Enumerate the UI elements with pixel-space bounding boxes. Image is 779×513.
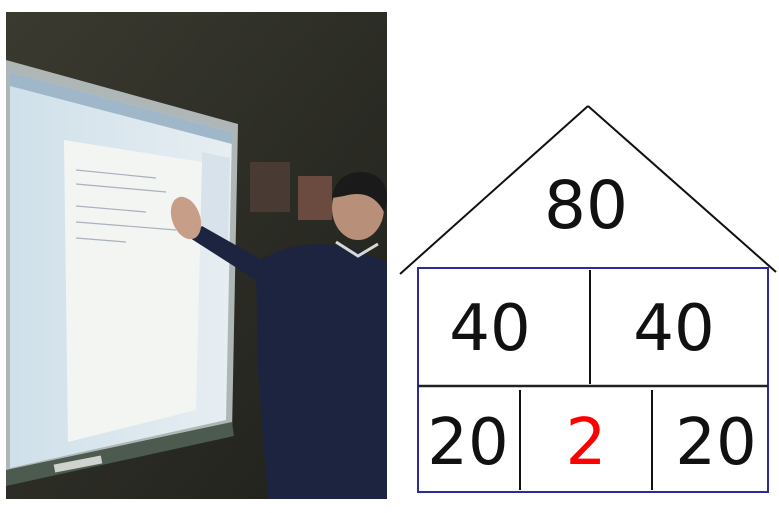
teacher-figure [170,172,387,499]
wall-poster [298,176,332,220]
number-house-drawing: 80 40 40 20 2 20 [399,105,777,493]
bottom-left-value: 20 [427,406,508,480]
middle-left-value: 40 [449,292,530,366]
roof-value: 80 [544,167,628,244]
bottom-right-value: 20 [675,406,756,480]
roof-left-line [399,105,589,275]
number-house: 80 40 40 20 2 20 [398,100,779,500]
bottom-middle-value: 2 [566,406,607,480]
marker [53,455,103,473]
photo-illustration [6,12,387,499]
handwriting-lines [75,169,177,243]
wall-poster [250,162,290,212]
middle-right-value: 40 [633,292,714,366]
house-box [417,267,769,493]
software-side-panel [200,152,230,242]
classroom-photo [6,12,387,499]
roof-right-line [587,105,777,273]
software-toolbar [10,72,232,144]
paper-sheet [64,140,202,442]
